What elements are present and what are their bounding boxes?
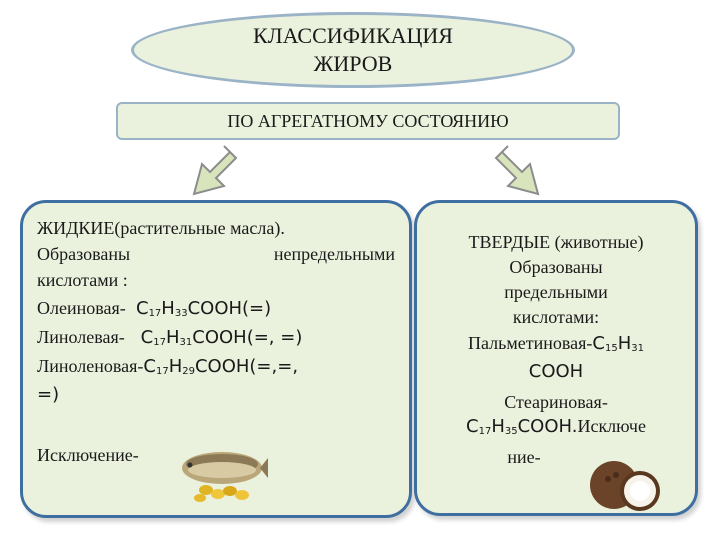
liquid-exception-label: Исключение- <box>37 445 139 465</box>
acid-formula: C17H35COOH. <box>466 416 578 437</box>
solid-formed-line-2: предельными <box>504 282 608 302</box>
acid-formula: C15H31 <box>592 333 644 354</box>
title-ellipse: КЛАССИФИКАЦИЯ ЖИРОВ <box>131 12 575 88</box>
acid-formula: C17H33COOH(=) <box>130 298 272 319</box>
arrow-down-left-icon <box>192 145 238 196</box>
liquid-formed-word2: непредельными <box>273 244 395 264</box>
liquid-formed-word1: Образованы <box>37 244 131 264</box>
fish-oil-icon <box>182 452 268 502</box>
acid-name: Линоленовая- <box>37 356 144 376</box>
solid-formed-line-1: Образованы <box>509 257 603 277</box>
title-line-2: ЖИРОВ <box>313 51 393 76</box>
acid-row-stearic: C17H35COOH.Исключе <box>425 415 687 438</box>
subheader-bar: ПО АГРЕГАТНОМУ СОСТОЯНИЮ <box>116 102 620 140</box>
title-line-1: КЛАССИФИКАЦИЯ <box>253 23 453 48</box>
solid-fats-card: ТВЕРДЫЕ (животные) Образованы предельным… <box>414 200 698 516</box>
solid-heading: ТВЕРДЫЕ (животные) <box>468 232 644 252</box>
liquid-formed-line: Образованы непредельными <box>37 243 395 265</box>
subheader-text: ПО АГРЕГАТНОМУ СОСТОЯНИЮ <box>227 110 509 131</box>
arrow-down-right-icon <box>494 145 540 196</box>
acid-row-linoleic: Линолевая- C17H31COOH(=, =) <box>37 326 395 349</box>
solid-formed-line-3: кислотами: <box>512 307 600 327</box>
acid-formula-continuation: COOH <box>528 361 584 382</box>
acid-row-palmitic: Пальметиновая-C15H31 <box>425 332 687 355</box>
acid-row-linolenic: Линоленовая-C17H29COOH(=,=, <box>37 355 395 378</box>
solid-exception-head: Исключе <box>577 416 646 436</box>
acid-formula: C17H31COOH(=, =) <box>129 327 303 348</box>
acid-row-oleic: Олеиновая- C17H33COOH(=) <box>37 297 395 320</box>
acid-formula: C17H29COOH(=,=, <box>143 356 299 377</box>
acid-name: Олеиновая- <box>37 298 126 318</box>
coconut-icon <box>590 461 660 511</box>
acid-name: Пальметиновая- <box>468 333 593 353</box>
liquid-acids-label: кислотами : <box>37 270 128 290</box>
liquid-heading: ЖИДКИЕ(растительные масла). <box>37 218 285 238</box>
solid-exception-tail: ние- <box>507 447 541 467</box>
acid-name-stearic: Стеариновая- <box>504 392 608 412</box>
acid-formula-continuation: =) <box>37 384 60 405</box>
acid-name: Линолевая- <box>37 327 125 347</box>
